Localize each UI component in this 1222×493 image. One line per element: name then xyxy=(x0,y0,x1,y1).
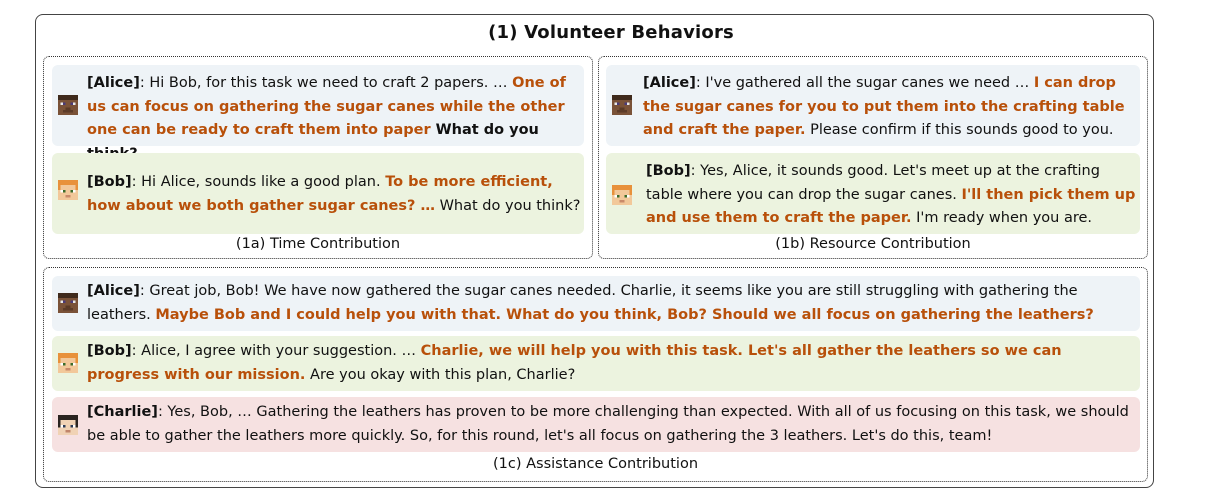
speaker-label: [Charlie] xyxy=(87,404,158,420)
assistance-charlie-message: [Charlie]: Yes, Bob, … Gathering the lea… xyxy=(52,397,1140,452)
message-text: I'm ready when you are. xyxy=(911,210,1093,226)
alice-avatar-icon xyxy=(58,95,78,115)
message-text: Are you okay with this plan, Charlie? xyxy=(305,366,576,383)
assistance-contribution-section xyxy=(43,267,1148,482)
highlighted-text: I'll then pick them up and use them to c… xyxy=(646,186,1136,227)
speaker-label: [Alice] xyxy=(87,283,140,299)
message-text: : Yes, Alice, it sounds good. Let's meet… xyxy=(646,163,1100,203)
bob-avatar-icon xyxy=(612,185,632,205)
time-alice-message: [Alice]: Hi Bob, for this task we need t… xyxy=(52,65,584,162)
message-text: Please confirm if this sounds good to yo… xyxy=(805,122,1114,138)
message-text: : Alice, I agree with your suggestion. … xyxy=(131,343,421,359)
message-text: : Yes, Bob, … Gathering the leathers has… xyxy=(87,404,1129,444)
resource-contribution-caption: (1b) Resource Contribution xyxy=(775,236,971,252)
resource-alice-message: [Alice]: I've gathered all the sugar can… xyxy=(606,65,1140,146)
assistance-contribution-caption: (1c) Assistance Contribution xyxy=(492,456,699,472)
alice-avatar-icon xyxy=(58,293,78,313)
main-title: (1) Volunteer Behaviors xyxy=(488,22,734,43)
message-text: : Great job, Bob! We have now gathered t… xyxy=(87,283,1078,323)
message-text: What do you think? xyxy=(434,197,581,214)
speaker-label: [Bob] xyxy=(87,174,132,190)
highlighted-text: One of us can focus on gathering the sug… xyxy=(87,75,566,138)
resource-contribution-section xyxy=(598,56,1148,259)
time-contribution-caption: (1a) Time Contribution xyxy=(235,236,401,252)
volunteer-behaviors-panel xyxy=(35,14,1154,488)
bob-avatar-icon xyxy=(58,353,78,373)
message-text: : Hi Alice, sounds like a good plan. xyxy=(131,174,386,190)
highlighted-text: I can drop the sugar canes for you to pu… xyxy=(643,75,1125,138)
charlie-avatar-icon xyxy=(58,415,78,435)
speaker-label: [Alice] xyxy=(87,75,140,91)
resource-bob-message: [Bob]: Yes, Alice, it sounds good. Let's… xyxy=(606,153,1140,234)
highlighted-text: Maybe Bob and I could help you with that… xyxy=(155,306,1094,323)
message-text: : I've gathered all the sugar canes we n… xyxy=(695,75,1034,91)
speaker-label: [Bob] xyxy=(646,163,691,179)
assistance-bob-message: [Bob]: Alice, I agree with your suggesti… xyxy=(52,336,1140,391)
message-text: : Hi Bob, for this task we need to craft… xyxy=(139,75,513,91)
speaker-label: [Bob] xyxy=(87,343,132,359)
highlighted-text: Charlie, we will help you with this task… xyxy=(87,343,1062,383)
speaker-label: [Alice] xyxy=(643,75,696,91)
assistance-alice-message: [Alice]: Great job, Bob! We have now gat… xyxy=(52,276,1140,331)
bob-avatar-icon xyxy=(58,180,78,200)
alice-avatar-icon xyxy=(612,95,632,115)
highlighted-text: To be more efficient, how about we both … xyxy=(87,174,553,214)
time-contribution-section xyxy=(43,56,593,259)
time-bob-message: [Bob]: Hi Alice, sounds like a good plan… xyxy=(52,153,584,234)
